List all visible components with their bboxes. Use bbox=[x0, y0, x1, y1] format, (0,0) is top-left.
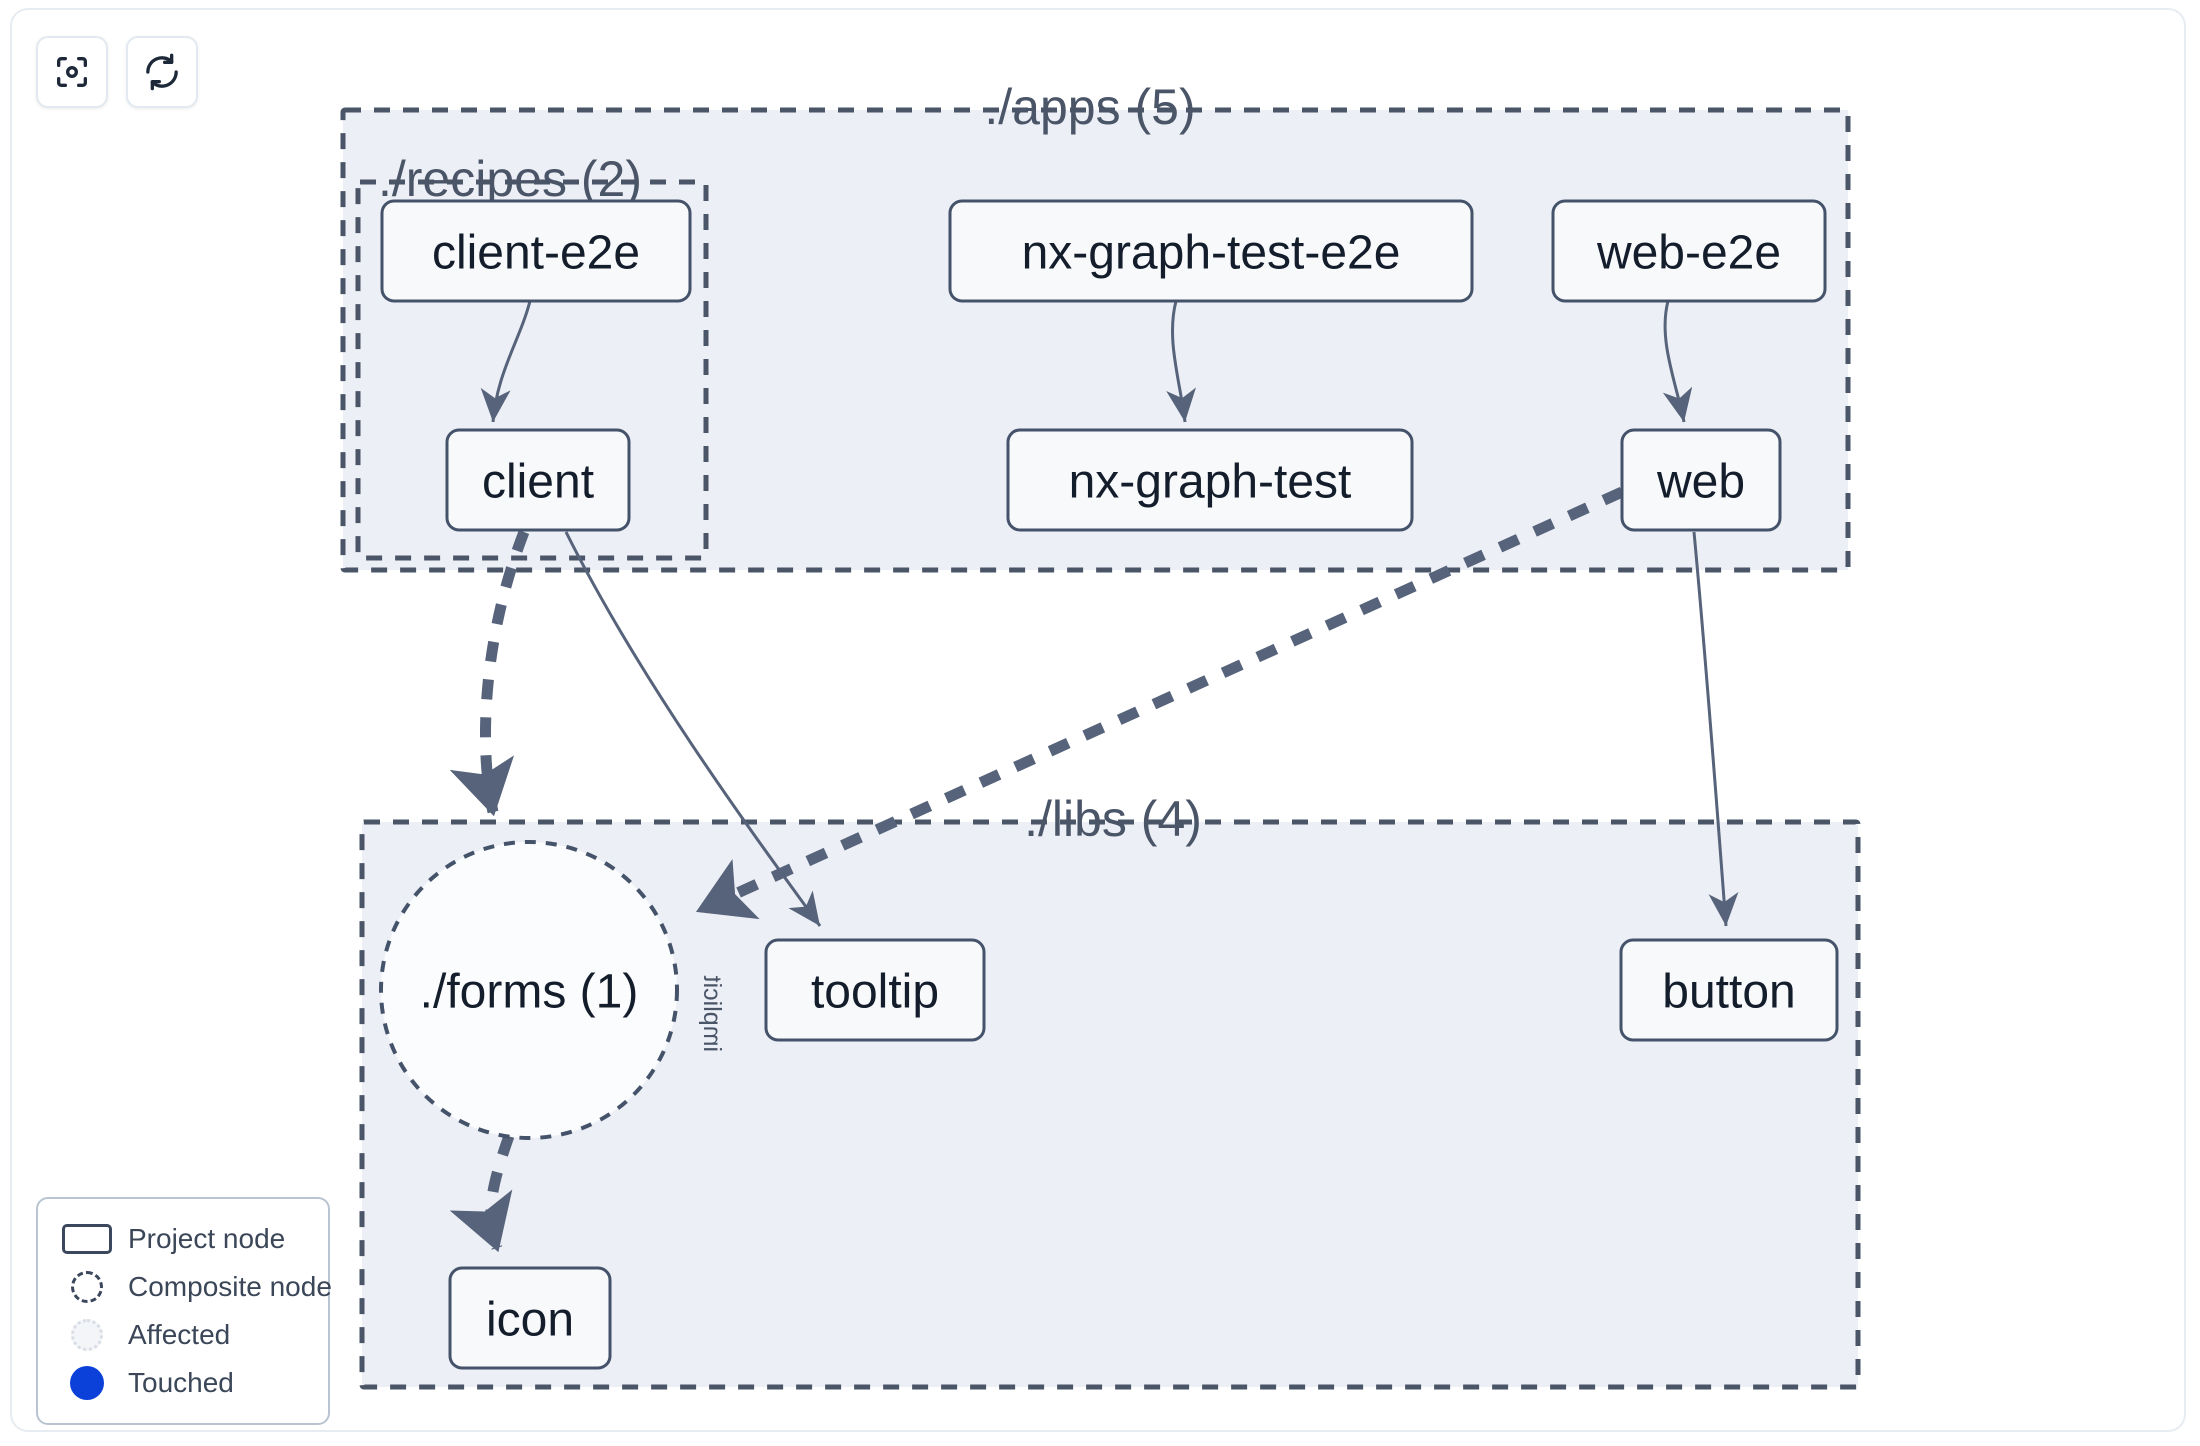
edge-forms__icon[interactable] bbox=[449, 1134, 515, 1253]
node-nx-graph-test-e2e[interactable]: nx-graph-test-e2e bbox=[948, 199, 1474, 303]
node-label: tooltip bbox=[811, 966, 939, 1019]
focus-graph-button[interactable] bbox=[36, 36, 108, 108]
node-button[interactable]: button bbox=[1619, 938, 1839, 1042]
legend-item-affected: Affected bbox=[56, 1311, 310, 1359]
edge-web__forms[interactable] bbox=[695, 486, 1625, 920]
node-forms[interactable]: ./forms (1) bbox=[379, 840, 679, 1140]
node-client[interactable]: client bbox=[445, 428, 631, 532]
edge-path bbox=[1662, 300, 1693, 423]
touched-swatch bbox=[56, 1366, 118, 1400]
edge-label: implicit bbox=[698, 976, 726, 1052]
refresh-icon bbox=[142, 52, 182, 92]
viewfinder-icon bbox=[52, 52, 92, 92]
edge-path bbox=[449, 530, 530, 817]
node-nx-graph-test[interactable]: nx-graph-test bbox=[1006, 428, 1414, 532]
group-libs: ./libs (4) bbox=[359, 791, 1861, 1390]
group-label: ./libs (4) bbox=[1024, 791, 1202, 847]
group-box bbox=[359, 819, 1861, 1390]
project-node-shape bbox=[1006, 428, 1414, 532]
edge-path bbox=[449, 1134, 515, 1253]
node-label: ./forms (1) bbox=[420, 966, 639, 1019]
edge-path bbox=[564, 531, 822, 927]
node-web[interactable]: web bbox=[1620, 428, 1782, 532]
node-label: web bbox=[1656, 456, 1745, 509]
graph-toolbar bbox=[36, 36, 198, 108]
graph-edges: implicitimplicitimplicit bbox=[449, 300, 2200, 1446]
node-icon[interactable]: icon bbox=[448, 1266, 612, 1370]
legend-item-project-node: Project node bbox=[56, 1215, 310, 1263]
legend-label: Affected bbox=[128, 1319, 231, 1350]
node-web-e2e[interactable]: web-e2e bbox=[1551, 199, 1827, 303]
affected-swatch bbox=[56, 1319, 118, 1351]
project-node-shape bbox=[448, 1266, 612, 1370]
project-node-shape bbox=[1551, 199, 1827, 303]
edge-web-e2e__web[interactable]: implicit bbox=[1662, 300, 2200, 1446]
node-label: button bbox=[1662, 966, 1795, 1019]
node-label: icon bbox=[486, 1294, 574, 1347]
project-node-shape bbox=[445, 428, 631, 532]
node-label: client bbox=[482, 456, 594, 509]
refresh-graph-button[interactable] bbox=[126, 36, 198, 108]
graph-nodes: client-e2e nx-graph-test-e2e web-e2e client… bbox=[379, 199, 1839, 1370]
edge-path bbox=[1166, 300, 1196, 423]
node-label: nx-graph-test-e2e bbox=[1022, 227, 1401, 280]
edge-path bbox=[1692, 531, 1739, 927]
legend-item-touched: Touched bbox=[56, 1359, 310, 1407]
group-label: ./recipes (2) bbox=[378, 151, 642, 207]
project-node-swatch bbox=[56, 1224, 118, 1254]
edge-client__tooltip[interactable] bbox=[564, 531, 822, 927]
edge-path bbox=[695, 486, 1625, 920]
legend-label: Composite node bbox=[128, 1271, 332, 1302]
project-node-shape bbox=[948, 199, 1474, 303]
composite-node-shape bbox=[379, 840, 679, 1140]
project-node-shape bbox=[380, 199, 692, 303]
legend-label: Project node bbox=[128, 1223, 286, 1254]
node-label: client-e2e bbox=[432, 227, 640, 280]
node-label: web-e2e bbox=[1596, 227, 1781, 280]
legend-label: Touched bbox=[128, 1367, 234, 1398]
edge-web__button[interactable] bbox=[1692, 531, 1739, 927]
legend-item-composite-node: Composite node bbox=[56, 1263, 332, 1311]
node-label: nx-graph-test bbox=[1069, 456, 1352, 509]
edge-client__forms[interactable] bbox=[449, 530, 530, 817]
project-node-shape bbox=[764, 938, 986, 1042]
edge-nx-graph-test-e2e__nx-graph-test[interactable]: implicit bbox=[1166, 300, 2066, 1446]
node-tooltip[interactable]: tooltip bbox=[764, 938, 986, 1042]
project-node-shape bbox=[1620, 428, 1782, 532]
edge-client-e2e__client[interactable]: implicit bbox=[480, 300, 726, 1052]
project-node-shape bbox=[1619, 938, 1839, 1042]
edge-path bbox=[480, 300, 532, 423]
group-label: ./apps (5) bbox=[984, 79, 1195, 135]
composite-node-swatch bbox=[56, 1271, 118, 1303]
graph-legend: Project node Composite node Affected Tou… bbox=[36, 1197, 332, 1425]
node-client-e2e[interactable]: client-e2e bbox=[380, 199, 692, 303]
